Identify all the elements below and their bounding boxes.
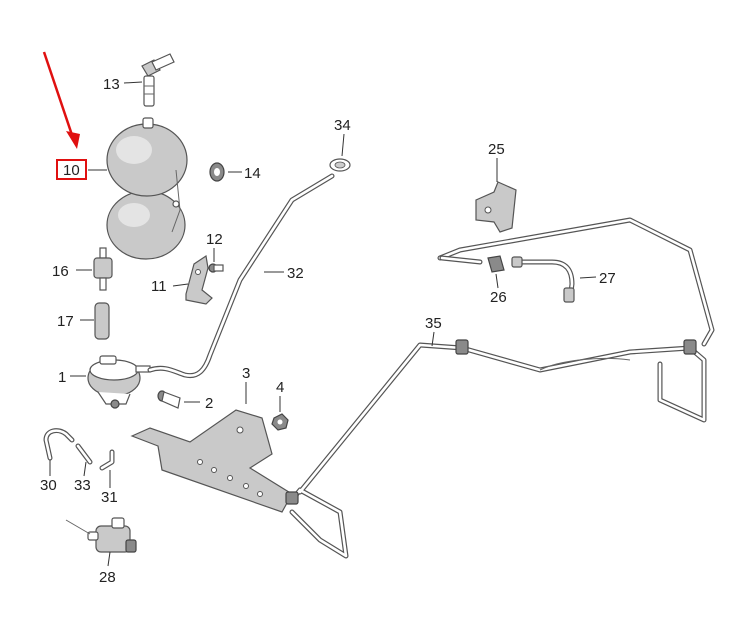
part-1-vacuum-actuator [87, 355, 151, 409]
callout-2: 2 [205, 395, 213, 412]
part-28-solenoid-valve [65, 517, 137, 553]
callout-16: 16 [52, 263, 69, 280]
part-27-flex-hose [511, 256, 575, 303]
part-2-screw [157, 390, 181, 409]
callout-4: 4 [276, 379, 284, 396]
highlight-arrow-icon [42, 51, 80, 149]
callout-26: 26 [490, 289, 507, 306]
callout-labels: 13 10 14 12 16 11 17 1 2 3 4 32 34 25 26… [40, 76, 616, 586]
callout-27: 27 [599, 270, 616, 287]
part-26-clip [487, 255, 505, 273]
callout-25: 25 [488, 141, 505, 158]
leader-lines [49, 81, 597, 567]
part-33-connector [75, 443, 93, 465]
callout-17: 17 [57, 313, 74, 330]
callout-1: 1 [58, 369, 66, 386]
callout-32: 32 [287, 265, 304, 282]
part-17-sleeve [94, 302, 110, 340]
part-14-grommet [209, 162, 225, 182]
part-32-vacuum-hose [147, 173, 335, 379]
part-30-elbow-hose [43, 428, 75, 461]
callout-35: 35 [425, 315, 442, 332]
part-31-l-connector [99, 449, 115, 471]
callout-11: 11 [151, 278, 167, 295]
part-25-bracket [475, 181, 517, 233]
callout-10-highlight-box [56, 159, 87, 180]
callout-13: 13 [103, 76, 120, 93]
part-12-bolt [208, 263, 224, 273]
part-10-vacuum-reservoir [106, 117, 188, 260]
callout-34: 34 [334, 117, 351, 134]
part-13-elbow-connector [141, 53, 175, 107]
callout-10: 10 [63, 162, 80, 179]
callout-31: 31 [101, 489, 118, 506]
callout-28: 28 [99, 569, 116, 586]
callout-3: 3 [242, 365, 250, 382]
callout-14: 14 [244, 165, 261, 182]
part-16-inline-filter [93, 247, 113, 291]
callout-12: 12 [206, 231, 223, 248]
part-35-vacuum-line [285, 217, 715, 559]
part-4-nut [271, 413, 289, 431]
callout-33: 33 [74, 477, 91, 494]
part-34-hose-clamp [329, 158, 351, 172]
part-11-mount-bracket [185, 254, 213, 305]
callout-30: 30 [40, 477, 57, 494]
part-3-mounting-plate [130, 409, 293, 513]
